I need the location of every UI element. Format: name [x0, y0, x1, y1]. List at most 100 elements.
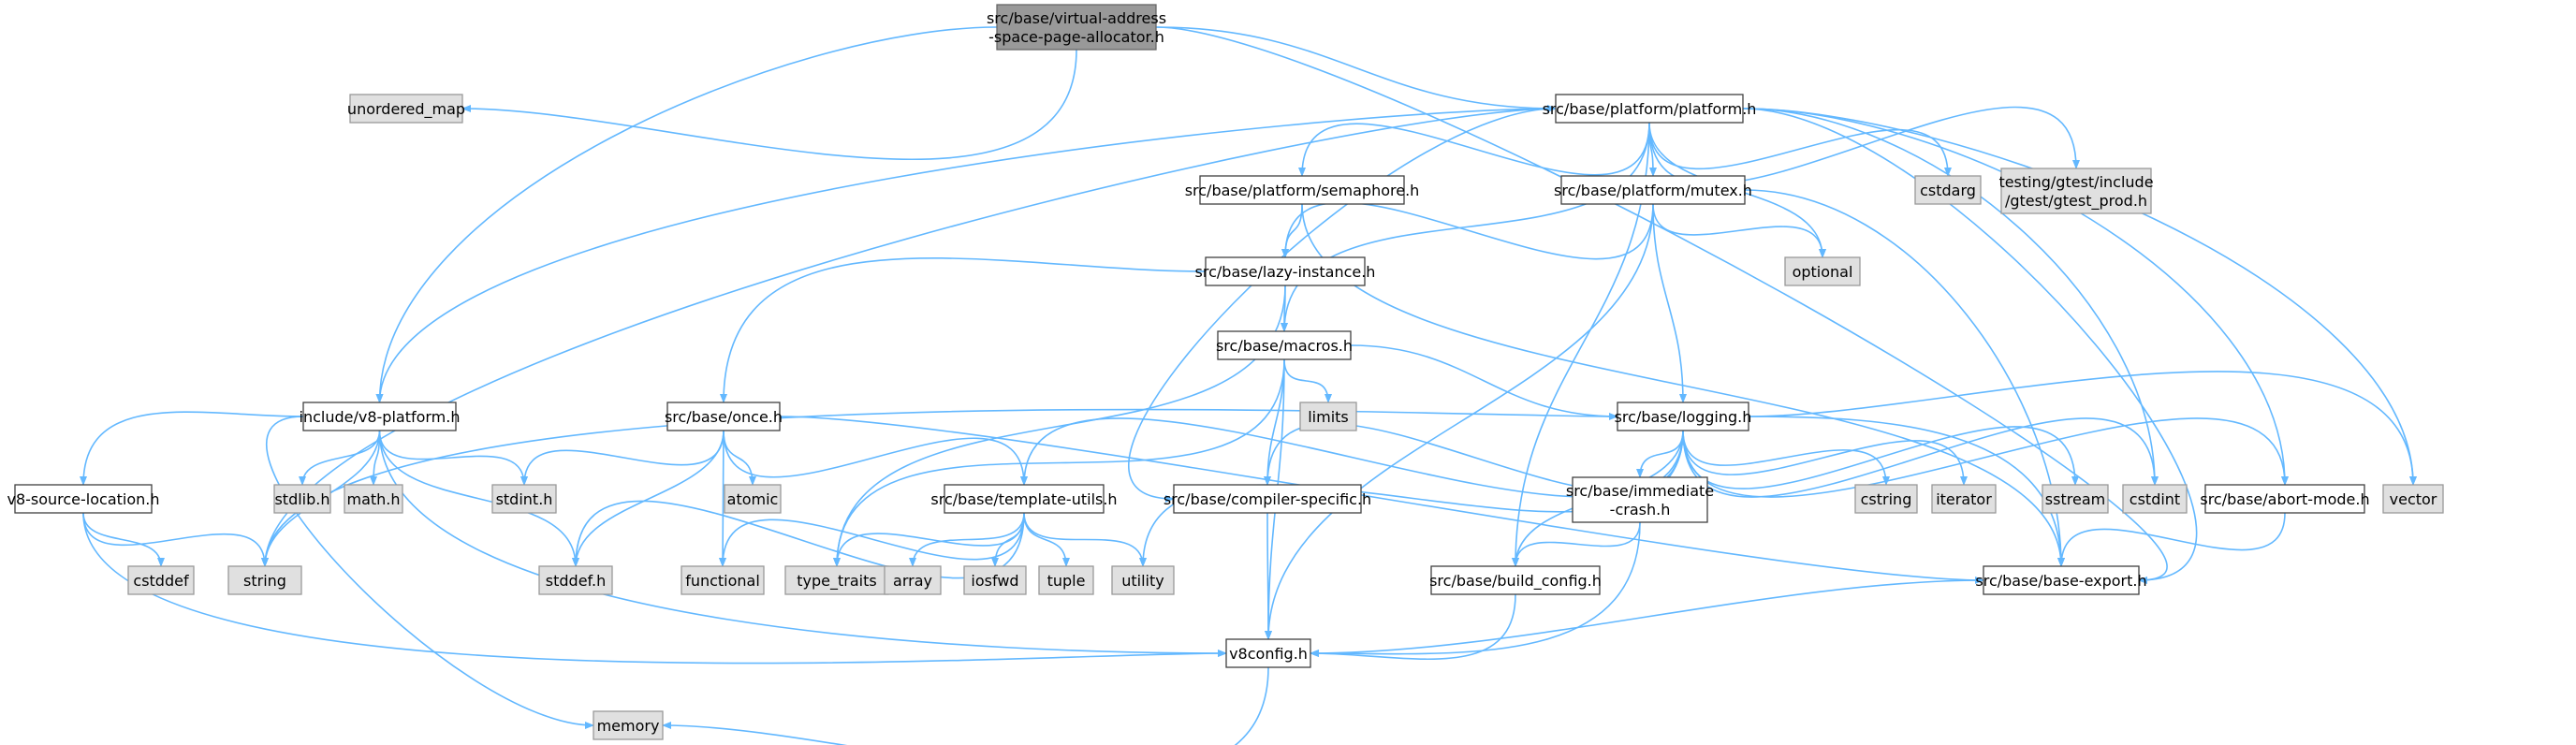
edge-logging-to-sstream	[1682, 426, 2079, 489]
edge-platform-to-compiler-specific	[1128, 108, 1557, 503]
node-semaphore[interactable]: src/base/platform/semaphore.h	[1185, 175, 1420, 205]
node-label: cstring	[1861, 490, 1912, 508]
node-limits: limits	[1299, 402, 1357, 431]
node-string: string	[227, 565, 302, 595]
edge-platform-to-string	[261, 108, 1557, 567]
node-lazy-instance[interactable]: src/base/lazy-instance.h	[1195, 256, 1376, 286]
node-template-utils[interactable]: src/base/template-utils.h	[930, 484, 1118, 514]
node-label: src/base/template-utils.h	[930, 490, 1117, 508]
node-box	[1572, 476, 1708, 523]
node-label: array	[893, 572, 932, 590]
nodes-layer: src/base/virtual-address-space-page-allo…	[7, 4, 2444, 740]
node-logging[interactable]: src/base/logging.h	[1615, 402, 1752, 431]
edges-layer	[80, 26, 2417, 745]
node-box	[1299, 402, 1357, 431]
node-label: optional	[1793, 263, 1853, 281]
node-utility: utility	[1111, 565, 1175, 595]
node-compiler-specific[interactable]: src/base/compiler-specific.h	[1164, 484, 1371, 514]
node-tuple: tuple	[1038, 565, 1094, 595]
node-box	[227, 565, 302, 595]
node-v8config[interactable]: v8config.h	[1225, 638, 1311, 668]
node-label: limits	[1308, 408, 1349, 426]
node-label: atomic	[727, 490, 779, 508]
node-macros[interactable]: src/base/macros.h	[1216, 330, 1353, 360]
edge-platform-to-macros	[1281, 122, 1650, 332]
edge-once-to-atomic	[723, 430, 756, 486]
node-box	[1173, 484, 1362, 514]
edge-logging-to-cstdint	[1682, 417, 2159, 498]
node-label: math.h	[346, 490, 400, 508]
node-box	[1560, 175, 1746, 205]
node-label: unordered_map	[347, 100, 465, 119]
node-label: tuple	[1047, 572, 1086, 590]
node-box	[666, 402, 781, 431]
node-stdlib: stdlib.h	[273, 484, 331, 514]
edge-root-to-base-export	[1155, 26, 2168, 584]
edge-platform-to-base-export	[1742, 108, 2198, 584]
node-platform[interactable]: src/base/platform/platform.h	[1543, 94, 1757, 124]
edge-immediate-crash-to-build-config	[1512, 521, 1641, 567]
node-box	[344, 484, 403, 514]
edge-macros-to-logging	[1350, 344, 1618, 420]
node-box	[1555, 94, 1744, 124]
edge-mutex-to-v8config	[1265, 203, 1654, 640]
node-label: src/base/platform/semaphore.h	[1185, 182, 1420, 199]
node-root[interactable]: src/base/virtual-address-space-page-allo…	[987, 4, 1166, 51]
edge-v8-source-location-to-cstddef	[82, 512, 165, 567]
node-stdint: stdint.h	[491, 484, 557, 514]
node-box	[1205, 256, 1366, 286]
node-box	[1430, 565, 1601, 595]
node-label: -space-page-allocator.h	[988, 28, 1164, 46]
node-label: /gtest/gtest_prod.h	[2005, 192, 2147, 211]
node-label: iterator	[1936, 490, 1992, 508]
node-label: cstdarg	[1920, 182, 1976, 199]
edge-macros-to-compiler-specific	[1264, 358, 1285, 486]
node-once[interactable]: src/base/once.h	[665, 402, 783, 431]
edge-logging-to-base-export	[1748, 416, 2065, 567]
edge-template-utils-to-array	[909, 512, 1025, 567]
edge-logging-to-vector	[1748, 371, 2417, 486]
node-stddef: stddef.h	[538, 565, 613, 595]
node-abort-mode[interactable]: src/base/abort-mode.h	[2200, 484, 2370, 514]
edge-template-utils-to-utility	[1023, 512, 1147, 567]
node-box	[681, 565, 765, 595]
node-build-config[interactable]: src/base/build_config.h	[1429, 565, 1602, 595]
node-box	[963, 565, 1027, 595]
edge-once-to-template-utils	[723, 430, 1028, 486]
edge-once-to-stddef	[572, 430, 724, 567]
node-label: src/base/immediate	[1566, 482, 1714, 500]
edge-v8-platform-to-memory	[265, 416, 594, 729]
node-box	[1983, 565, 2140, 595]
node-v8-source-location[interactable]: v8-source-location.h	[7, 484, 160, 514]
edge-semaphore-to-lazy-instance	[1281, 203, 1303, 258]
edge-platform-to-semaphore	[1298, 122, 1650, 177]
node-box	[1217, 330, 1352, 360]
edge-v8-platform-to-stddef	[378, 430, 579, 567]
node-box	[2042, 484, 2109, 514]
node-immediate-crash[interactable]: src/base/immediate-crash.h	[1566, 476, 1714, 523]
edge-compiler-specific-to-v8config	[1264, 512, 1272, 640]
node-cstring: cstring	[1854, 484, 1918, 514]
node-box	[1617, 402, 1749, 431]
node-box	[302, 402, 457, 431]
node-box	[1914, 175, 1982, 205]
node-label: stdint.h	[496, 490, 553, 508]
node-label: vector	[2390, 490, 2437, 508]
node-base-export[interactable]: src/base/base-export.h	[1975, 565, 2147, 595]
node-mutex[interactable]: src/base/platform/mutex.h	[1554, 175, 1752, 205]
edge-root-to-v8-platform	[375, 26, 998, 403]
node-label: src/base/platform/platform.h	[1543, 100, 1757, 118]
node-box	[273, 484, 331, 514]
node-iosfwd: iosfwd	[963, 565, 1027, 595]
edge-mutex-to-logging	[1652, 203, 1687, 403]
edge-v8-platform-to-v8config	[378, 430, 1227, 657]
edge-logging-to-string	[261, 408, 1618, 567]
edge-template-utils-to-functional	[719, 512, 1025, 567]
edge-v8-platform-to-stdlib	[299, 430, 381, 486]
node-functional: functional	[681, 565, 765, 595]
node-label: string	[243, 572, 286, 590]
node-label: iosfwd	[971, 572, 1018, 590]
node-box	[1038, 565, 1094, 595]
node-label: v8config.h	[1229, 645, 1308, 663]
node-v8-platform[interactable]: include/v8-platform.h	[300, 402, 461, 431]
